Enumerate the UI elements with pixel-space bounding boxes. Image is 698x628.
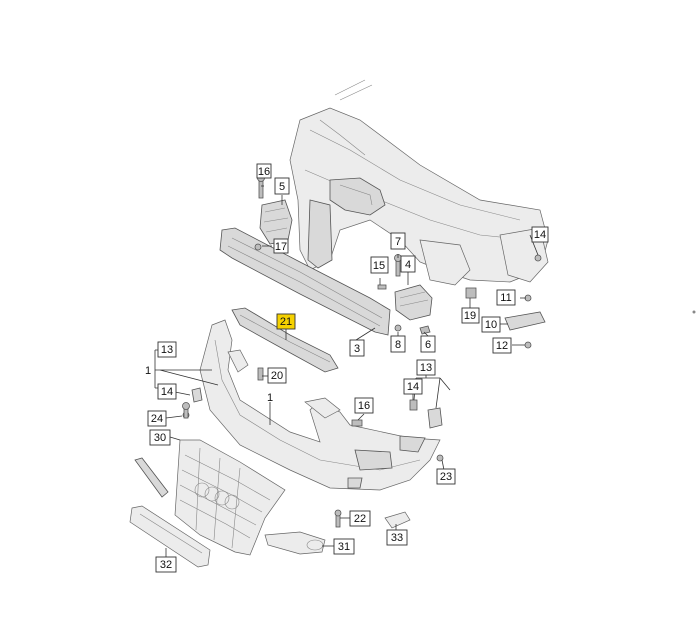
callout-18: 16 [354,397,374,414]
callout-31: 31 [333,538,355,555]
lock-carrier-structure [289,79,549,286]
callout-20: 20 [267,367,287,384]
callout-11-label: 11 [500,292,511,304]
callout-8: 16 [256,163,272,179]
callout-16-label: 14 [534,229,546,241]
callout-13-left: 13 [157,341,177,358]
callout-33: 33 [386,529,408,546]
bumper-cover [182,319,444,491]
callout-15-label: 14 [161,386,173,398]
callout-17: 15 [370,256,389,274]
fasteners [182,402,342,528]
callout-4: 5 [274,177,290,195]
callout-13-right-label: 13 [420,362,432,374]
callout-1-left: 1 [145,365,151,377]
callout-9-label: 17 [275,241,287,253]
callout-7: 8 [390,335,406,353]
right-side-parts [465,254,546,349]
grille-trim [134,457,169,498]
callout-7-label: 8 [395,339,401,351]
callout-11: 11 [496,289,516,306]
callout-21: 21 [276,313,296,330]
callout-10-label: 10 [485,319,497,331]
callout-3: 4 [400,255,416,273]
radiator-grille [174,439,286,556]
callout-1-center-label: 1 [267,392,273,404]
callout-22: 22 [349,510,371,527]
callout-12: 12 [492,337,512,354]
callout-2: 3 [349,339,365,357]
callouts: 16 5 17 14 7 4 15 11 [145,163,549,573]
callout-18-label: 16 [358,400,370,412]
callout-32: 32 [155,556,177,573]
callout-6-label: 7 [395,236,401,248]
callout-19-label: 19 [464,310,476,322]
callout-23: 23 [436,468,456,485]
callout-16: 14 [531,226,549,243]
callout-22-label: 22 [354,513,366,525]
callout-21-label: 21 [280,316,292,328]
fog-light-cover [384,511,411,529]
callout-24: 24 [147,410,167,427]
leader-lines [154,185,539,557]
callout-32-label: 32 [160,559,172,571]
callout-5-label: 6 [425,339,431,351]
callout-2-label: 3 [354,343,360,355]
callout-13-right: 13 [416,359,436,376]
callout-33-label: 33 [391,532,403,544]
callout-1-center: 1 [267,392,273,404]
callout-15: 14 [157,383,177,400]
callout-12-label: 12 [496,340,508,352]
callout-14: 14 [403,378,423,395]
callout-3-label: 4 [405,259,411,271]
edge-marker [692,310,696,314]
callout-31-label: 31 [338,541,350,553]
callout-19: 19 [461,307,480,324]
callout-20-label: 20 [271,370,283,382]
callout-9: 17 [273,238,289,254]
callout-30-label: 30 [154,432,166,444]
callout-5: 6 [420,335,436,353]
callout-6: 7 [390,232,406,250]
callout-14-label: 14 [407,381,419,393]
callout-23-label: 23 [440,471,452,483]
callout-24-label: 24 [151,413,163,425]
callout-13-left-label: 13 [161,344,173,356]
callout-30: 30 [149,429,171,446]
license-plate-holder [129,505,211,568]
bumper-guide-21 [231,307,339,381]
callout-4-label: 5 [279,181,285,193]
callout-17-label: 15 [373,260,385,272]
fog-light-grille [264,531,326,555]
callout-8-label: 16 [258,166,270,178]
callout-10: 10 [481,316,501,333]
crash-box-right [377,254,433,335]
callout-1-left-label: 1 [145,365,151,377]
